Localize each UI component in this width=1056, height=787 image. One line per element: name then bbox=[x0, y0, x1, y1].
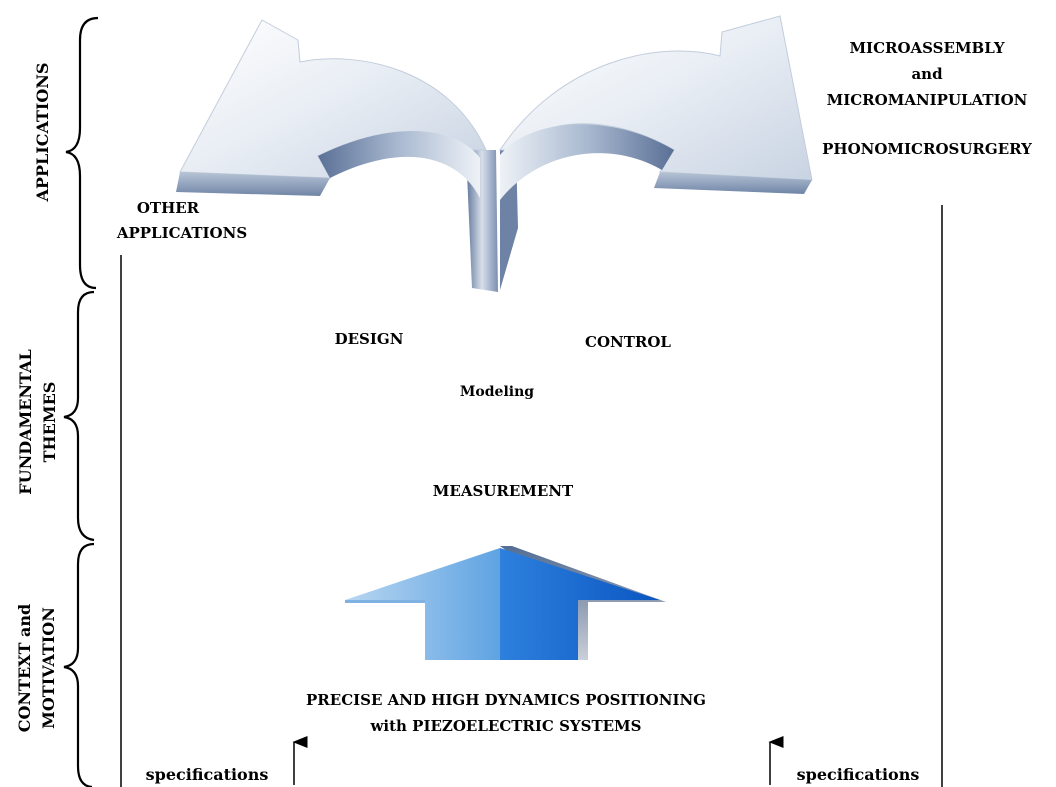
section-label-applications: APPLICATIONS bbox=[33, 63, 52, 203]
label-phonomicrosurgery: PHONOMICROSURGERY bbox=[822, 140, 1032, 158]
context-line2: with PIEZOELECTRIC SYSTEMS bbox=[370, 717, 642, 735]
context-line1: PRECISE AND HIGH DYNAMICS POSITIONING bbox=[306, 691, 706, 709]
section-label-context-line1: CONTEXT and bbox=[15, 604, 34, 732]
label-design: DESIGN bbox=[335, 330, 404, 348]
label-and: and bbox=[911, 65, 943, 83]
label-control: CONTROL bbox=[585, 333, 671, 351]
label-other-line2: APPLICATIONS bbox=[116, 224, 247, 242]
label-microassembly: MICROASSEMBLY bbox=[849, 39, 1004, 57]
label-micromanipulation: MICROMANIPULATION bbox=[827, 91, 1028, 109]
section-label-fundamental-line2: THEMES bbox=[40, 382, 59, 463]
section-label-fundamental-line1: FUNDAMENTAL bbox=[16, 349, 35, 494]
specifications-right: specifications bbox=[797, 765, 920, 784]
label-modeling: Modeling bbox=[460, 384, 534, 400]
specifications-left: specifications bbox=[146, 765, 269, 784]
split-arrow-graphic bbox=[176, 15, 813, 292]
brace-context-motivation bbox=[63, 542, 95, 787]
label-measurement: MEASUREMENT bbox=[433, 482, 574, 500]
label-other-line1: OTHER bbox=[137, 199, 200, 217]
brace-fundamental-themes bbox=[63, 290, 95, 542]
up-arrow-graphic bbox=[345, 546, 666, 660]
section-label-context-line2: MOTIVATION bbox=[39, 607, 58, 729]
brace-applications bbox=[65, 16, 99, 290]
